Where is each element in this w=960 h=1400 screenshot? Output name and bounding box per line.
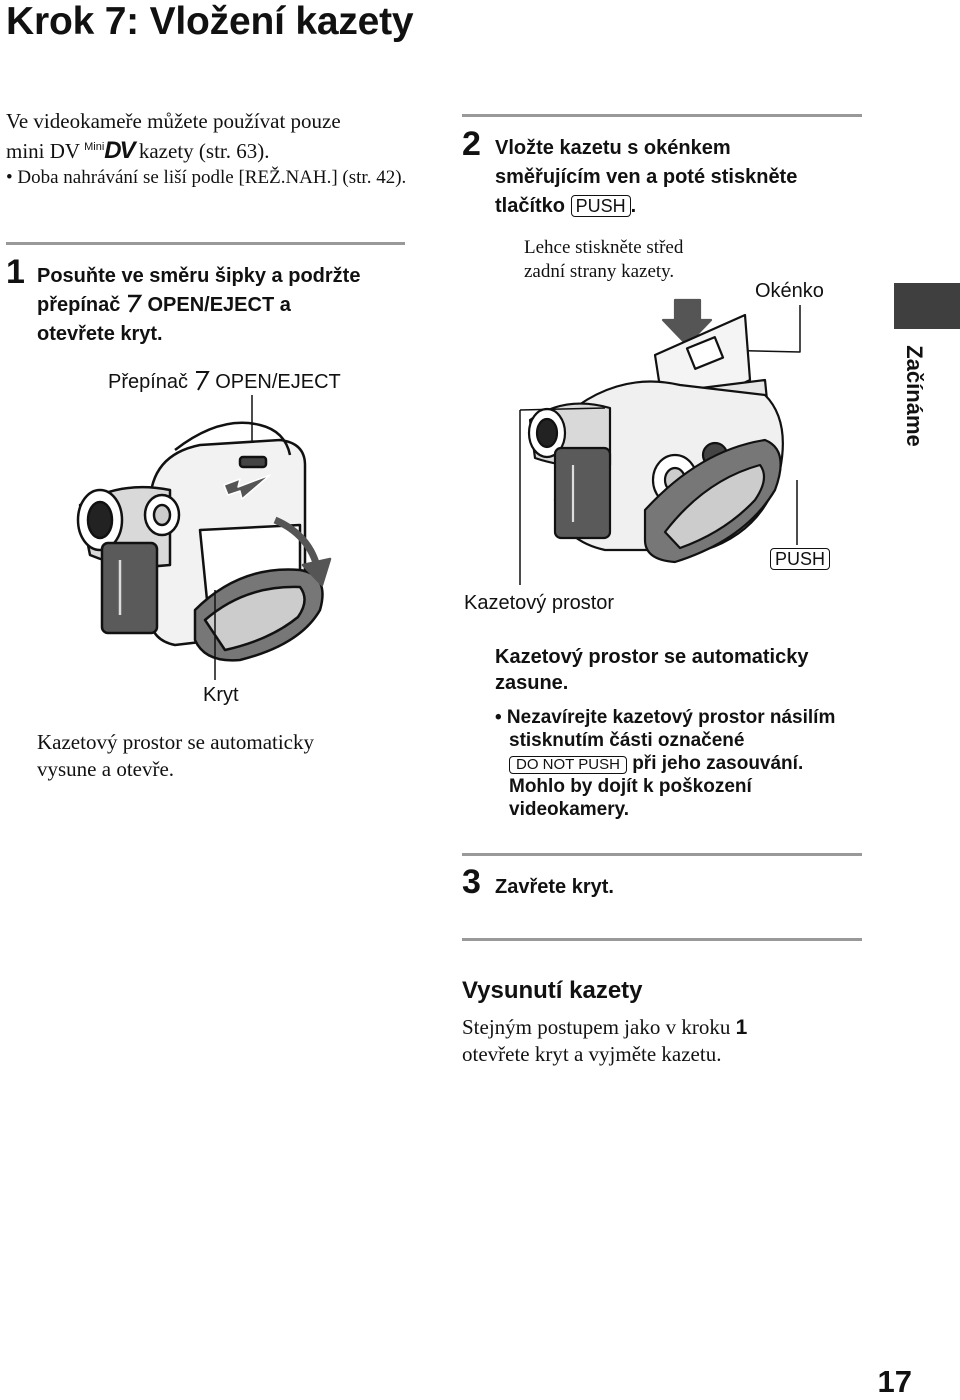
intro-line-1: Ve videokameře můžete používat pouze [6,109,341,133]
step-1-caption-line-1: Kazetový prostor se automaticky [37,730,314,754]
step-2-instruction: Vložte kazetu s okénkem směřujícím ven a… [495,134,895,221]
eject-heading: Vysunutí kazety [462,977,643,1004]
camcorder-illustration-insert-cassette [519,298,801,585]
mini-dv-logo-mini: Mini [84,141,105,153]
callout-switch-label: Přepínač [108,371,189,393]
step-2-warning-line-2: stisknutím části označené [509,730,745,751]
step-1-line-3: otevřete kryt. [37,323,163,345]
do-not-push-label: DO NOT PUSH [509,756,627,774]
section-tab-text: Začínáme [902,345,927,447]
intro-text: Ve videokameře můžete používat pouze min… [6,108,426,190]
eject-line-1: Stejným postupem jako v kroku 1 [462,1014,882,1041]
step-1-number: 1 [6,253,25,291]
camcorder-illustration-open-cover [76,395,332,680]
step-1-line-2: přepínač OPEN/EJECT a [37,291,417,320]
step-2-result-line-2: zasune. [495,672,569,694]
callout-push: PUSH [770,548,831,571]
callout-cover: Kryt [203,684,239,706]
eject-line-1-text: Stejným postupem jako v kroku [462,1015,731,1039]
step-2-warning-line-3: DO NOT PUSH při jeho zasouvání. [495,752,875,775]
eject-switch-icon [127,294,143,313]
step-2-result: Kazetový prostor se automaticky zasune. [495,644,875,696]
intro-tape-ref: kazety (str. 63). [138,139,270,163]
push-callout-label: PUSH [770,548,831,570]
step-2-note-line-2: zadní strany kazety. [524,261,675,282]
step-1-open-eject: OPEN/EJECT a [147,294,291,316]
step-2-line-3: tlačítko PUSH. [495,192,895,221]
step-2-line-1: Vložte kazetu s okénkem [495,137,731,159]
callout-window: Okénko [755,280,824,302]
page-number: 17 [877,1364,912,1399]
eject-step-ref: 1 [735,1016,748,1039]
step-3-number: 3 [462,863,481,901]
mini-dv-logo: DV [104,137,135,164]
section-divider-bottom [462,938,862,941]
step-2-note: Lehce stiskněte střed zadní strany kazet… [524,236,683,284]
step-2-result-line-1: Kazetový prostor se automaticky [495,646,809,668]
step-2-warning-line-1: • Nezavírejte kazetový prostor násilím [495,707,836,728]
intro-bullet: • Doba nahrávání se liší podle [REŽ.NAH.… [6,167,407,188]
step-1-caption: Kazetový prostor se automaticky vysune a… [37,729,437,783]
eject-instructions: Stejným postupem jako v kroku 1 otevřete… [462,1014,882,1068]
step-2-period: . [630,195,637,217]
step-1-instruction: Posuňte ve směru šipky a podržte přepína… [37,262,417,349]
section-tab-label: Začínáme [892,338,936,456]
step-2-button-word: tlačítko [495,195,566,217]
step-2-warning-line-4: Mohlo by dojít k poškození [509,776,752,797]
step-3-instruction: Zavřete kryt. [495,876,614,898]
eject-switch-callout-icon [195,371,210,391]
section-divider-right [462,114,862,117]
callout-switch: Přepínač OPEN/EJECT [108,370,341,394]
step-1-switch-word: přepínač [37,294,121,316]
push-button-label: PUSH [570,195,631,217]
intro-mini-dv-text: mini DV [6,139,81,163]
section-divider-step-3 [462,853,862,856]
step-1-line-1: Posuňte ve směru šipky a podržte [37,265,361,287]
section-tab-marker [894,283,960,329]
callout-compartment: Kazetový prostor [464,592,615,614]
step-2-warning-line-5: videokamery. [509,799,630,820]
step-2-warning: • Nezavírejte kazetový prostor násilím s… [495,706,875,821]
section-divider [6,242,405,245]
step-2-warning-line-3-text: při jeho zasouvání. [632,753,804,774]
eject-line-2: otevřete kryt a vyjměte kazetu. [462,1042,722,1066]
step-2-number: 2 [462,125,481,163]
step-2-line-2: směřujícím ven a poté stiskněte [495,166,798,188]
callout-switch-open-eject: OPEN/EJECT [215,371,341,393]
page-title: Krok 7: Vložení kazety [6,0,414,43]
step-1-caption-line-2: vysune a otevře. [37,757,175,781]
step-2-note-line-1: Lehce stiskněte střed [524,237,684,258]
